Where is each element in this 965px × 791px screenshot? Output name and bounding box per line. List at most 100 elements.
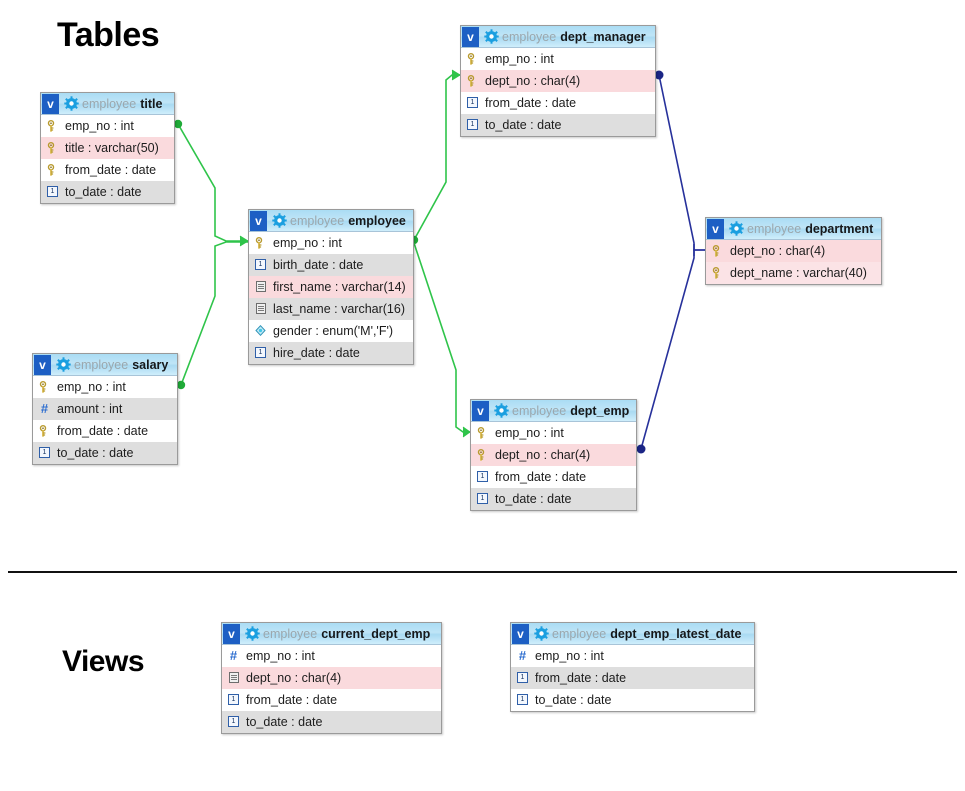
entity-schema-label: employee [512, 403, 567, 418]
key-icon [38, 380, 51, 393]
attribute-row[interactable]: dept_no : char(4) [706, 240, 881, 262]
date-icon: 1 [516, 671, 529, 684]
view-badge-icon: v [707, 218, 724, 239]
entity-schema-label: employee [290, 213, 345, 228]
entity-name-label: employee [348, 213, 406, 228]
attribute-row[interactable]: dept_no : char(4) [222, 667, 441, 689]
attribute-row[interactable]: from_date : date [33, 420, 177, 442]
attribute-label: from_date : date [65, 162, 157, 177]
attribute-label: emp_no : int [495, 425, 564, 440]
attribute-row[interactable]: from_date : date [41, 159, 174, 181]
date-icon: 1 [516, 693, 529, 706]
entity-schema-label: employee [502, 29, 557, 44]
gear-icon [271, 213, 287, 229]
date-icon: 1 [227, 715, 240, 728]
attribute-row[interactable]: dept_no : char(4) [471, 444, 636, 466]
attribute-label: dept_name : varchar(40) [730, 265, 867, 280]
attribute-row[interactable]: last_name : varchar(16) [249, 298, 413, 320]
attribute-row[interactable]: dept_name : varchar(40) [706, 262, 881, 284]
attribute-row[interactable]: gender : enum('M','F') [249, 320, 413, 342]
attribute-row[interactable]: emp_no : int [461, 48, 655, 70]
attribute-label: to_date : date [65, 184, 142, 199]
key-icon [476, 426, 489, 439]
attribute-row[interactable]: emp_no : int [249, 232, 413, 254]
view-badge-icon: v [34, 354, 51, 375]
section-title-tables: Tables [57, 16, 160, 54]
relation-salary-to-employee [176, 241, 248, 390]
gear-icon [493, 403, 509, 419]
attribute-label: first_name : varchar(14) [273, 279, 406, 294]
attribute-row[interactable]: emp_no : int [33, 376, 177, 398]
attribute-row[interactable]: emp_no : int [471, 422, 636, 444]
view-badge-icon: v [472, 400, 489, 421]
attribute-label: from_date : date [57, 423, 149, 438]
attribute-row[interactable]: emp_no : int [41, 115, 174, 137]
entity-schema-label: employee [747, 221, 802, 236]
key-icon [46, 141, 59, 154]
attribute-row[interactable]: #emp_no : int [222, 645, 441, 667]
attribute-row[interactable]: #emp_no : int [511, 645, 754, 667]
attribute-row[interactable]: title : varchar(50) [41, 137, 174, 159]
attribute-label: title : varchar(50) [65, 140, 159, 155]
entity-schema-label: employee [263, 626, 318, 641]
relation-title-to-employee [173, 119, 249, 247]
view-badge-icon: v [512, 623, 529, 644]
gear-icon [728, 221, 744, 237]
key-icon [38, 424, 51, 437]
attribute-row[interactable]: first_name : varchar(14) [249, 276, 413, 298]
key-icon [711, 266, 724, 279]
date-icon: 1 [476, 470, 489, 483]
date-icon: 1 [46, 185, 59, 198]
string-icon [254, 302, 267, 315]
numeric-icon: # [229, 648, 238, 663]
key-icon [711, 244, 724, 257]
attribute-row[interactable]: 1 from_date : date [511, 667, 754, 689]
attribute-row[interactable]: #amount : int [33, 398, 177, 420]
attribute-label: last_name : varchar(16) [273, 301, 406, 316]
attribute-label: dept_no : char(4) [246, 670, 342, 685]
attribute-row[interactable]: 1 to_date : date [41, 181, 174, 203]
entity-name-label: dept_manager [560, 29, 646, 44]
entity-name-label: salary [132, 357, 169, 372]
attribute-row[interactable]: dept_no : char(4) [461, 70, 655, 92]
attribute-label: dept_no : char(4) [485, 73, 581, 88]
attribute-label: birth_date : date [273, 257, 364, 272]
attribute-label: dept_no : char(4) [730, 243, 826, 258]
date-icon: 1 [38, 446, 51, 459]
attribute-label: gender : enum('M','F') [273, 323, 394, 338]
attribute-label: emp_no : int [57, 379, 126, 394]
attribute-label: to_date : date [485, 117, 562, 132]
entity-schema-label: employee [552, 626, 607, 641]
view-badge-icon: v [250, 210, 267, 231]
entity-schema-label: employee [74, 357, 129, 372]
date-icon: 1 [476, 492, 489, 505]
view-badge-icon: v [462, 26, 479, 47]
attribute-label: from_date : date [535, 670, 627, 685]
